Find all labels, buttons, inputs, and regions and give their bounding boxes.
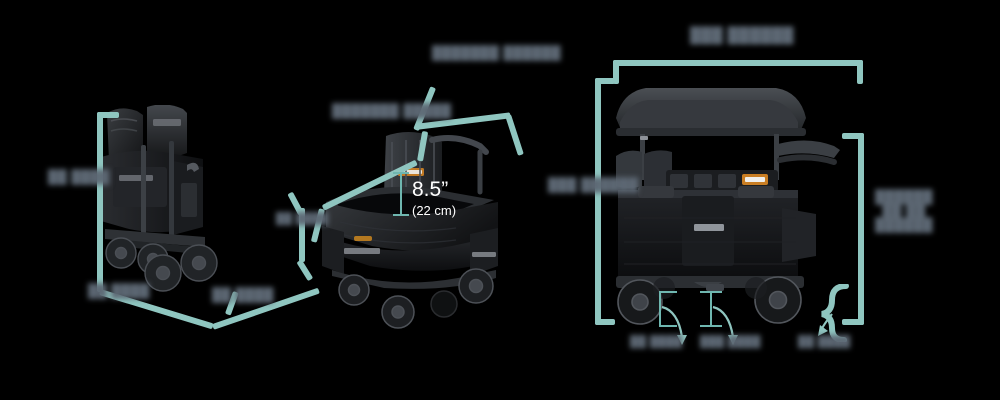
measure-wheel-front-top — [659, 291, 677, 293]
bracket-front-height-left — [595, 78, 601, 325]
bracket-front-width-left-tick — [613, 60, 619, 84]
measure-wheel-base-line — [710, 291, 712, 327]
bracket-angled-depth-bottom — [296, 259, 314, 282]
label-angled-width: ███████ █████ — [332, 103, 452, 118]
bracket-front-height-left-top — [595, 78, 615, 84]
bracket-front-width — [613, 60, 863, 66]
measure-line-interior-depth — [400, 172, 402, 216]
callout-interior-depth: 8.5” (22 cm) — [412, 179, 456, 217]
bracket-angled-depth — [299, 208, 305, 262]
bracket-front-height-right-top — [842, 133, 864, 139]
measure-wheel-front-bottom — [659, 325, 677, 327]
label-front-height-left: ███ ██████ — [548, 177, 639, 192]
label-wheel-front: ██ ████ — [630, 336, 683, 348]
callout-arrow-wheel-base — [712, 305, 738, 345]
label-wheel-rear: ██ ████ — [798, 336, 851, 348]
wagon-open-angled-image — [320, 130, 510, 330]
measure-tick-bottom — [393, 214, 409, 216]
callout-value-inches: 8.5” — [412, 178, 449, 201]
bracket-folded-height-top-tick — [97, 112, 119, 118]
wagon-folded-image — [95, 105, 245, 295]
measure-wheel-front-line — [659, 291, 661, 327]
callout-arrow-wheel-rear — [818, 284, 849, 342]
label-folded-depth: ██ ████ — [212, 287, 274, 302]
bracket-folded-height — [97, 112, 103, 292]
bracket-front-width-right-tick — [857, 60, 863, 84]
label-angled-depth: ██ ████ — [276, 213, 329, 225]
bracket-front-height-right-bottom — [842, 319, 864, 325]
label-folded-width: ██ ████ — [88, 283, 150, 298]
measure-wheel-base-top — [700, 291, 722, 293]
callout-arrow-wheel-front — [661, 305, 687, 345]
label-angled-length: ███████ ██████ — [432, 45, 561, 60]
bracket-front-height-left-bottom — [595, 319, 615, 325]
label-front-height-right: ██████ ██·██ ██████ — [875, 189, 933, 233]
callout-value-cm: (22 cm) — [412, 203, 457, 218]
label-folded-height: ██ ████ — [48, 169, 110, 184]
label-wheel-base: ███ ████ — [700, 336, 761, 348]
label-front-width: ███ ██████ — [690, 27, 794, 44]
bracket-front-height-right — [858, 133, 864, 325]
measure-wheel-base-bottom — [700, 325, 722, 327]
measure-tick-top — [393, 172, 409, 174]
wagon-open-front-image — [610, 78, 860, 328]
